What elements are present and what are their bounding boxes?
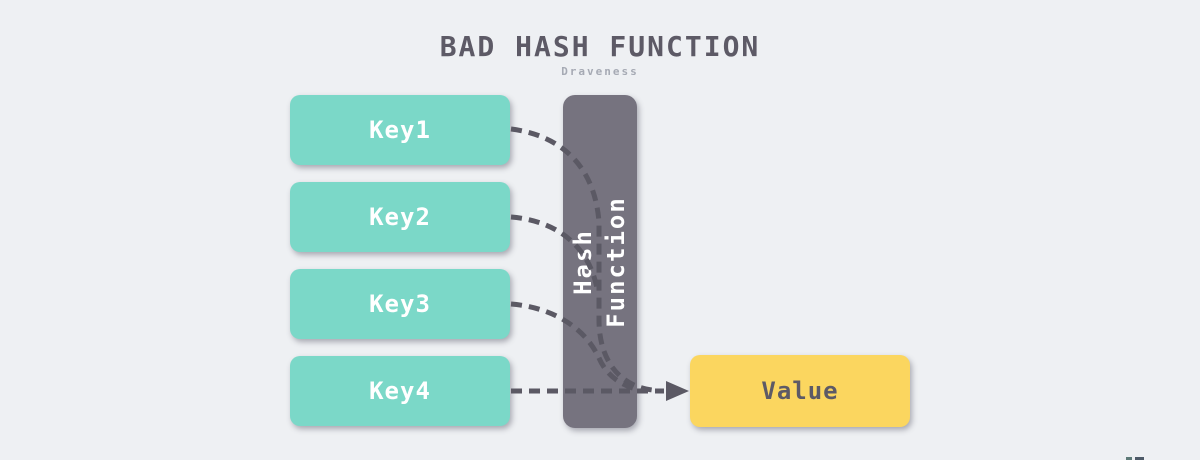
key4-box: Key4 bbox=[290, 356, 510, 426]
watermark-mark-right bbox=[1135, 457, 1144, 460]
key3-box: Key3 bbox=[290, 269, 510, 339]
watermark-mark-left bbox=[1126, 457, 1132, 460]
page-title: BAD HASH FUNCTION bbox=[439, 30, 761, 63]
value-box: Value bbox=[690, 355, 910, 427]
key2-box: Key2 bbox=[290, 182, 510, 252]
key3-label: Key3 bbox=[369, 290, 431, 318]
key1-box: Key1 bbox=[290, 95, 510, 165]
page-subtitle: Draveness bbox=[561, 65, 639, 78]
value-label: Value bbox=[761, 377, 839, 405]
key2-label: Key2 bbox=[369, 203, 431, 231]
key4-label: Key4 bbox=[369, 377, 431, 405]
hash-function-label-line1: Hash bbox=[569, 228, 597, 295]
hash-function-label: Hash Function bbox=[567, 196, 633, 328]
arrowhead-icon bbox=[666, 381, 689, 401]
hash-function-label-line2: Function bbox=[602, 195, 630, 328]
hash-function-bar: Hash Function bbox=[563, 95, 637, 428]
watermark-fragment bbox=[1126, 457, 1144, 460]
key1-label: Key1 bbox=[369, 116, 431, 144]
